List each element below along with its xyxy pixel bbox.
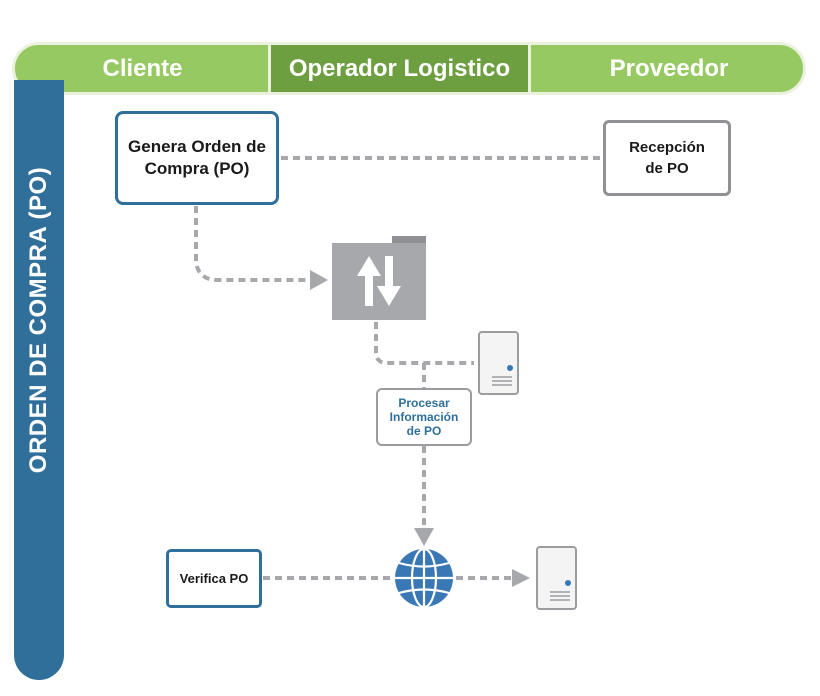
node-verifica-po-label: Verifica PO [179, 571, 249, 586]
lane-operador-logistico: Operador Logistico [268, 45, 531, 92]
server-icon-2 [536, 546, 577, 610]
connector-genera-transfer [194, 206, 312, 282]
node-recepcion-po-label: Recepción de PO [629, 139, 705, 177]
lane-proveedor: Proveedor [609, 54, 729, 82]
lane-cliente: Cliente [102, 54, 183, 82]
node-verifica-po: Verifica PO [166, 549, 262, 608]
node-procesar-info: Procesar Información de PO [376, 388, 472, 446]
node-genera-po: Genera Orden de Compra (PO) [115, 111, 279, 205]
swimlane-header: Cliente Operador Logistico Proveedor [12, 42, 806, 95]
arrowhead-transfer [310, 270, 328, 290]
node-procesar-info-label: Procesar Información de PO [389, 396, 459, 438]
node-genera-po-label: Genera Orden de Compra (PO) [128, 137, 266, 178]
arrowhead-globe [414, 528, 434, 546]
connector-transfer-server [374, 322, 474, 365]
node-recepcion-po: Recepción de PO [603, 120, 731, 196]
server-icon [478, 331, 519, 395]
globe-icon [395, 547, 453, 609]
side-band [14, 80, 64, 680]
transfer-arrows-icon [332, 236, 426, 320]
arrowhead-server [512, 569, 530, 587]
